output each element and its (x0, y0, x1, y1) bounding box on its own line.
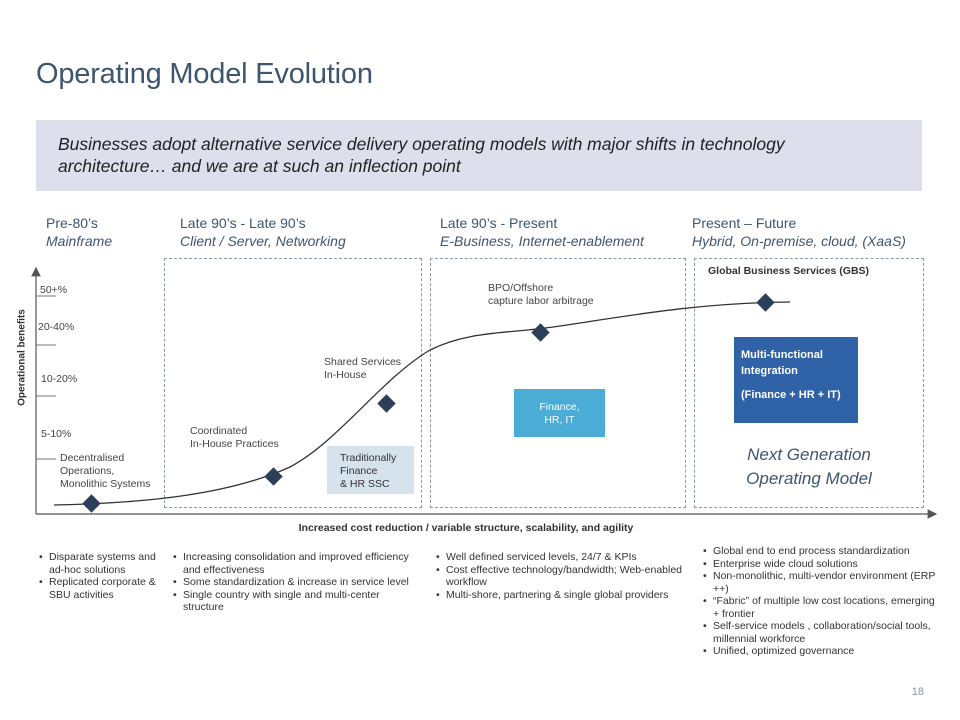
bullet-item: “Fabric” of multiple low cost locations,… (703, 595, 942, 620)
page-number: 18 (911, 686, 924, 698)
era-region-4 (694, 258, 924, 508)
y-tick-label: 10-20% (41, 373, 78, 385)
milestone-marker (82, 494, 101, 513)
milestone-marker (377, 394, 396, 413)
bullets-era-4: Global end to end process standardizatio… (702, 545, 942, 658)
milestone-label-bpo: BPO/Offshore capture labor arbitrage (488, 282, 594, 307)
era-model: Hybrid, On-premise, cloud, (XaaS) (692, 233, 906, 249)
era-model: Client / Server, Networking (180, 233, 346, 249)
era-period: Late 90’s - Late 90’s (180, 215, 306, 231)
bullet-item: Global end to end process standardizatio… (703, 545, 942, 558)
era-period: Late 90’s - Present (440, 215, 558, 231)
finance-hr-it-box: Finance, HR, IT (514, 389, 605, 437)
bullet-item: Non-monolithic, multi-vendor environment… (703, 570, 942, 595)
headline-banner: Businesses adopt alternative service del… (36, 120, 922, 191)
bullet-item: Some standardization & increase in servi… (173, 576, 422, 589)
era-model: E-Business, Internet-enablement (440, 233, 644, 249)
next-generation-caption: Next Generation Operating Model (746, 445, 872, 488)
bullet-item: Increasing consolidation and improved ef… (173, 551, 422, 576)
bullets-era-1: Disparate systems and ad-hoc solutions R… (38, 551, 158, 601)
era-header-4: Present – Future Hybrid, On-premise, clo… (692, 214, 906, 250)
bullet-item: Enterprise wide cloud solutions (703, 558, 942, 571)
s-curve (53, 301, 791, 506)
era-period: Pre-80’s (46, 215, 98, 231)
bullet-item: Multi-shore, partnering & single global … (436, 589, 685, 602)
y-tick-label: 20-40% (38, 321, 75, 333)
bullet-item: Single country with single and multi-cen… (173, 589, 422, 614)
milestone-marker (756, 293, 775, 312)
milestone-marker (531, 323, 550, 342)
milestone-label-shared-services: Shared Services In-House (324, 356, 402, 381)
traditional-ssc-box: Traditionally Finance & HR SSC (327, 446, 414, 494)
era-model: Mainframe (46, 233, 113, 249)
headline-text: Businesses adopt alternative service del… (58, 134, 785, 176)
era-period: Present – Future (692, 215, 797, 231)
milestone-label-coordinated: Coordinated In-House Practices (190, 425, 279, 450)
era-header-1: Pre-80’s Mainframe (46, 214, 112, 250)
bullet-item: Cost effective technology/bandwidth; Web… (436, 564, 685, 589)
y-tick-label: 50+% (40, 284, 68, 296)
bullets-era-3: Well defined serviced levels, 24/7 & KPI… (435, 551, 685, 601)
multi-functional-box: Multi-functional Integration (Finance + … (734, 337, 858, 423)
milestone-marker (264, 467, 283, 486)
bullet-item: Unified, optimized governance (703, 645, 942, 658)
milestone-label-decentralised: Decentralised Operations, Monolithic Sys… (60, 452, 151, 490)
bullet-item: Well defined serviced levels, 24/7 & KPI… (436, 551, 685, 564)
bullet-item: Disparate systems and ad-hoc solutions (39, 551, 158, 576)
bullets-era-2: Increasing consolidation and improved ef… (172, 551, 422, 614)
bullet-item: Self-service models , collaboration/soci… (703, 620, 942, 645)
era-header-2: Late 90’s - Late 90’s Client / Server, N… (180, 214, 346, 250)
bullet-item: Replicated corporate & SBU activities (39, 576, 158, 601)
page-title: Operating Model Evolution (36, 58, 373, 90)
milestone-label-gbs: Global Business Services (GBS) (708, 265, 870, 277)
era-region-3 (430, 258, 686, 508)
y-tick-label: 5-10% (41, 428, 72, 440)
era-region-2 (164, 258, 422, 508)
era-header-3: Late 90’s - Present E-Business, Internet… (440, 214, 644, 250)
y-axis-title: Operational benefits (16, 309, 28, 406)
x-axis-title: Increased cost reduction / variable stru… (298, 522, 634, 534)
